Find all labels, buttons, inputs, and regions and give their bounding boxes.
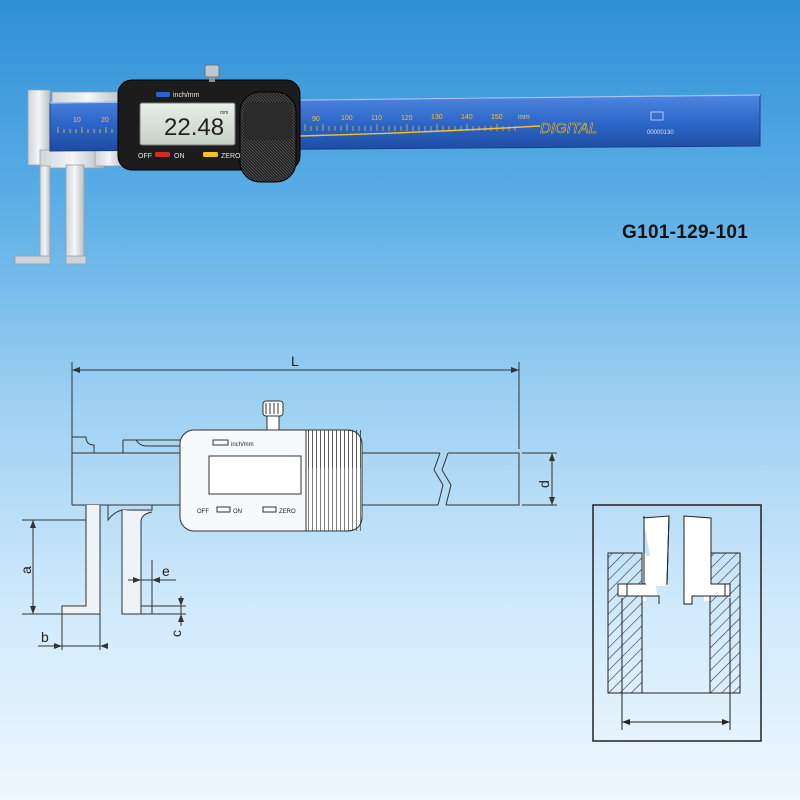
drawing-on-label: ON [233, 509, 242, 515]
dimension-label-b: b [41, 629, 49, 645]
scale-label: 150 [491, 114, 503, 121]
scale-label: 20 [101, 117, 109, 124]
dimension-label-e: e [162, 563, 170, 579]
drawing-unit-label: inch/mm [231, 442, 254, 448]
dimension-label-c: c [168, 630, 184, 637]
unit-button-label: inch/mm [173, 92, 200, 99]
scale-label: 100 [341, 115, 353, 122]
zero-label: ZERO [221, 153, 241, 160]
power-button[interactable] [155, 152, 170, 157]
brand-text: DIGITAL [540, 120, 597, 137]
thumb-knob[interactable] [204, 64, 220, 78]
off-label: OFF [138, 153, 152, 160]
scale-label: 110 [371, 115, 382, 122]
logo-icon [650, 111, 664, 121]
product-code: G101-129-101 [622, 222, 749, 243]
wall-right [709, 552, 741, 694]
grip-hatch-bottom [306, 468, 362, 531]
usage-frame [592, 504, 762, 742]
dimension-label-L: L [291, 353, 299, 369]
lcd-display [139, 102, 236, 146]
fixed-jaw [14, 89, 105, 265]
dimension-label-d: d [536, 480, 552, 488]
drawing-zero-label: ZERO [279, 509, 296, 515]
dimension-label-a: a [18, 566, 34, 574]
lcd-unit: mm [220, 110, 228, 116]
wall-left [607, 552, 643, 694]
on-label: ON [174, 153, 185, 160]
scale-unit-label: mm [518, 114, 530, 121]
technical-drawing [61, 362, 520, 615]
usage-diagram [592, 504, 762, 742]
scale-label: 140 [461, 114, 473, 121]
drawing-off-label: OFF [197, 509, 209, 515]
serial-number: 00000130 [647, 130, 674, 136]
unit-button[interactable] [156, 92, 170, 97]
grip-hatch-top [306, 430, 362, 468]
dimension-annotations [22, 452, 557, 650]
digital-head: inch/mm 22.48 mm OFF ON ZERO [117, 64, 301, 183]
caliper-photo: 10 20 90 100 110 120 130 140 150 mm DIGI… [14, 64, 761, 265]
scale-label: 130 [431, 114, 443, 121]
scale-label: 120 [401, 115, 413, 122]
scale-label: 90 [312, 116, 320, 123]
scale-label: 10 [73, 117, 81, 124]
zero-button[interactable] [203, 152, 218, 157]
lcd-reading: 22.48 [164, 114, 224, 141]
